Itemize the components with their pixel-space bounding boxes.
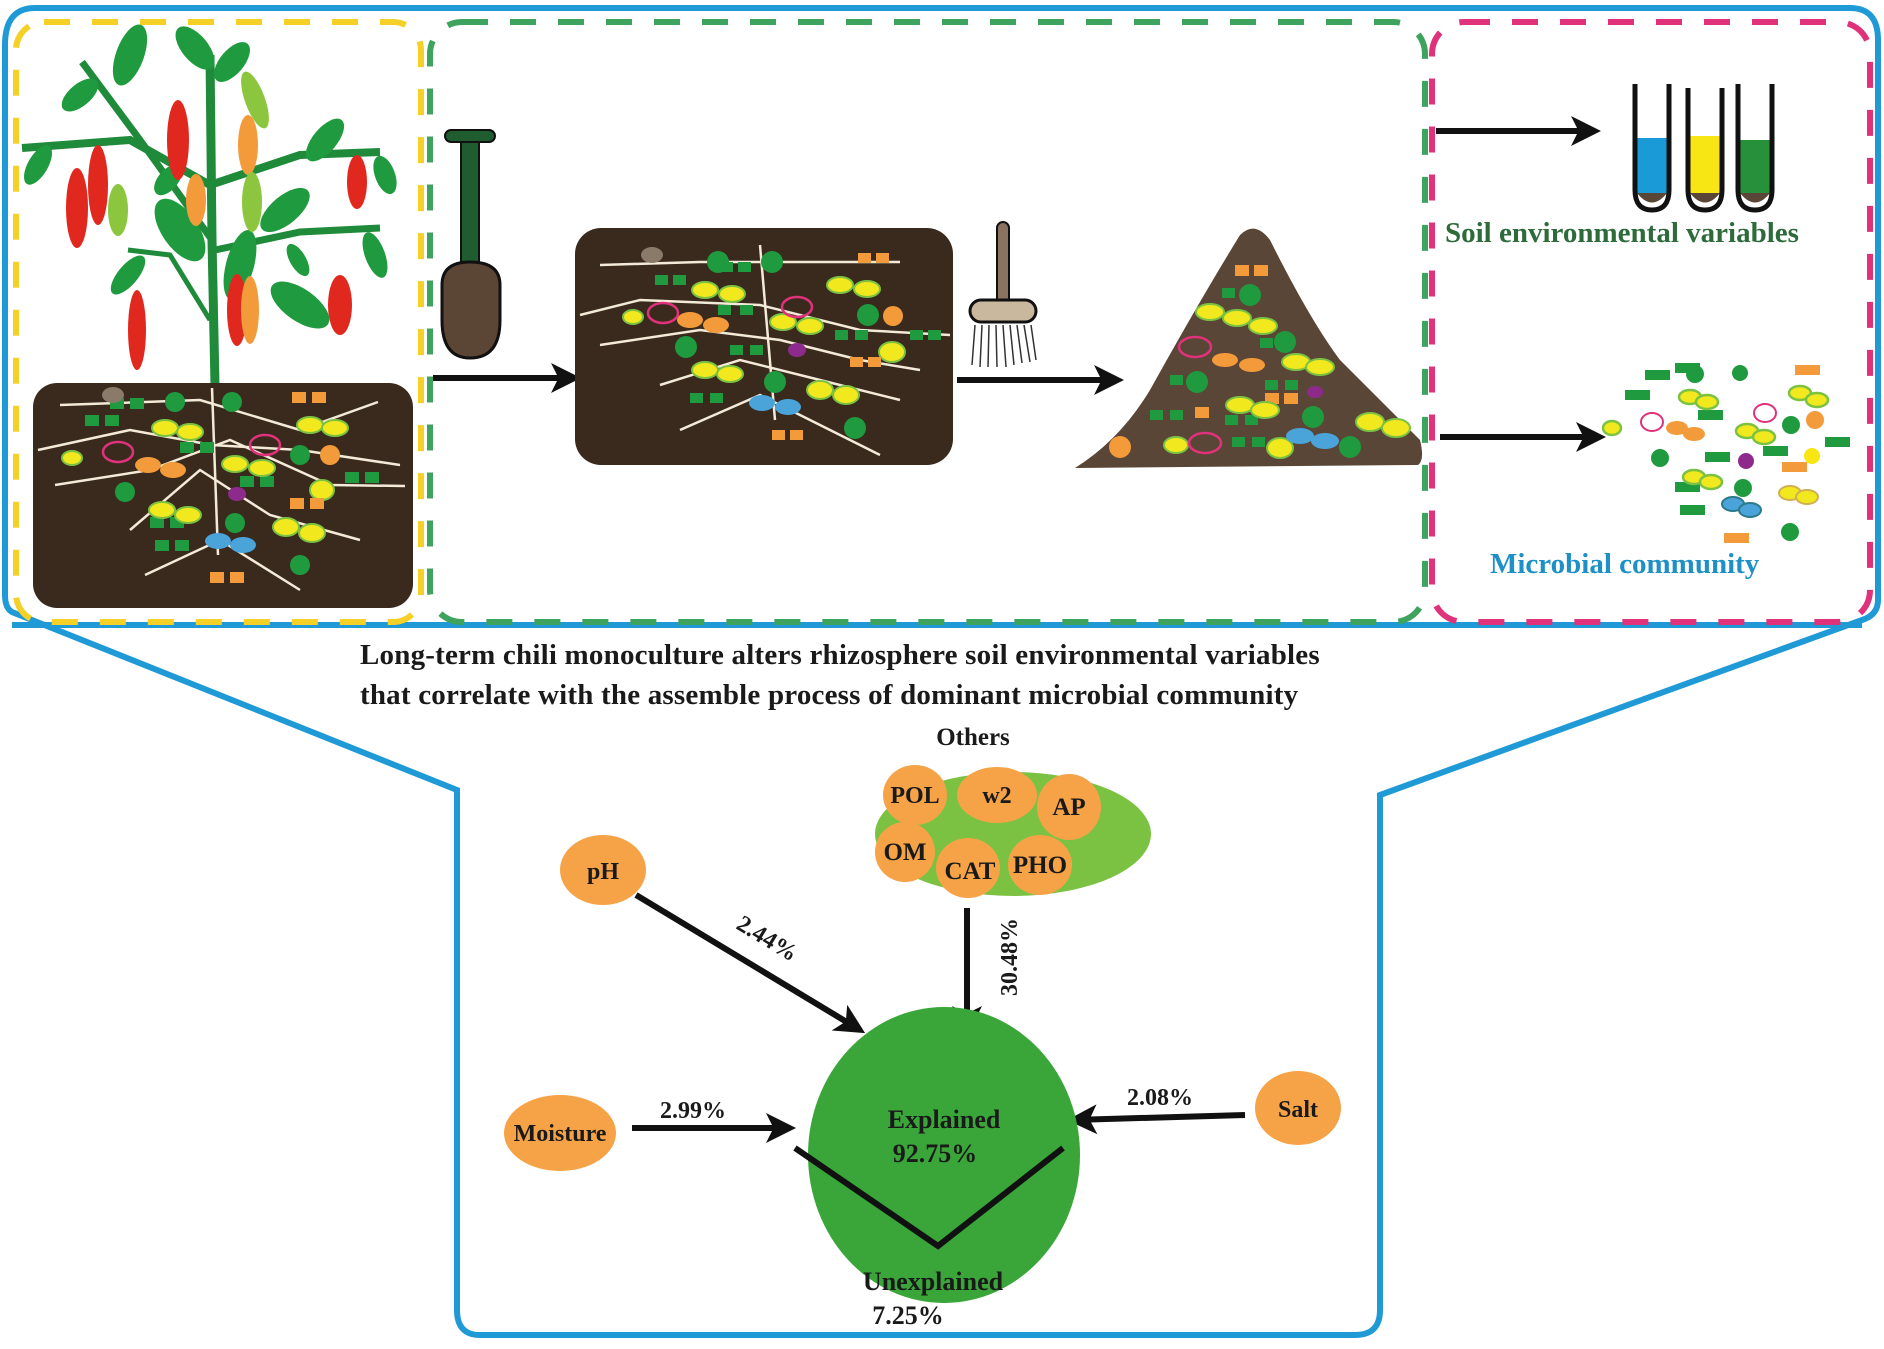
others-item-om [875, 822, 935, 882]
salt-arrow [1067, 1104, 1246, 1135]
microbial-community-label: Microbial community [1490, 548, 1760, 580]
pink-dashed-section [1429, 19, 1873, 625]
moisture-contribution: 2.99% [660, 1098, 726, 1124]
outer-frame [2, 5, 1881, 1338]
others-item-ap [1037, 774, 1101, 840]
rhizosphere-soil-box-left [33, 383, 413, 608]
green-dashed-section [427, 19, 1428, 625]
others-item-om-label: OM [883, 839, 926, 866]
microbial-community-icon [1601, 363, 1850, 543]
soil-pile [1075, 228, 1423, 468]
salt-node [1255, 1071, 1341, 1145]
others-title: Others [936, 724, 1010, 751]
others-item-pho-label: PHO [1013, 852, 1067, 879]
salt-contribution: 2.08% [1127, 1085, 1193, 1111]
brush-icon [968, 221, 1038, 368]
caption-line-1: Long-term chili monoculture alters rhizo… [360, 639, 1320, 671]
others-item-w2 [957, 767, 1037, 823]
chili-plant-icon [21, 24, 397, 386]
test-tubes-icon [1632, 84, 1775, 213]
unexplained-value: 7.25% [872, 1301, 944, 1330]
others-item-pol-label: POL [890, 783, 939, 809]
explained-value: 92.75% [893, 1139, 978, 1168]
others-item-pho [1008, 835, 1072, 895]
others-item-cat [936, 838, 1000, 898]
others-item-ap-label: AP [1052, 794, 1085, 821]
unexplained-wedge [793, 1145, 1065, 1250]
ph-node [560, 835, 646, 905]
others-items: POL w2 AP OM CAT PHO [875, 765, 1101, 898]
moisture-node-label: Moisture [514, 1121, 607, 1147]
ph-arrow [634, 892, 866, 1034]
unexplained-label: Unexplained [863, 1267, 1004, 1296]
others-contribution: 30.48% [997, 918, 1023, 996]
explained-label: Explained [888, 1105, 1001, 1134]
yellow-dashed-section [13, 19, 424, 625]
shovel-icon [440, 129, 502, 360]
explained-circle [808, 1007, 1080, 1303]
moisture-node [504, 1095, 616, 1171]
salt-node-label: Salt [1278, 1097, 1318, 1123]
ph-node-label: pH [587, 859, 619, 885]
soil-environmental-variables-label: Soil environmental variables [1445, 217, 1799, 249]
rhizosphere-soil-box-middle [575, 228, 953, 465]
others-item-cat-label: CAT [945, 858, 996, 885]
caption: Long-term chili monoculture alters rhizo… [360, 635, 1520, 715]
caption-line-2: that correlate with the assemble process… [360, 679, 1299, 711]
others-item-w2-label: w2 [982, 783, 1011, 809]
others-item-pol [883, 765, 947, 825]
